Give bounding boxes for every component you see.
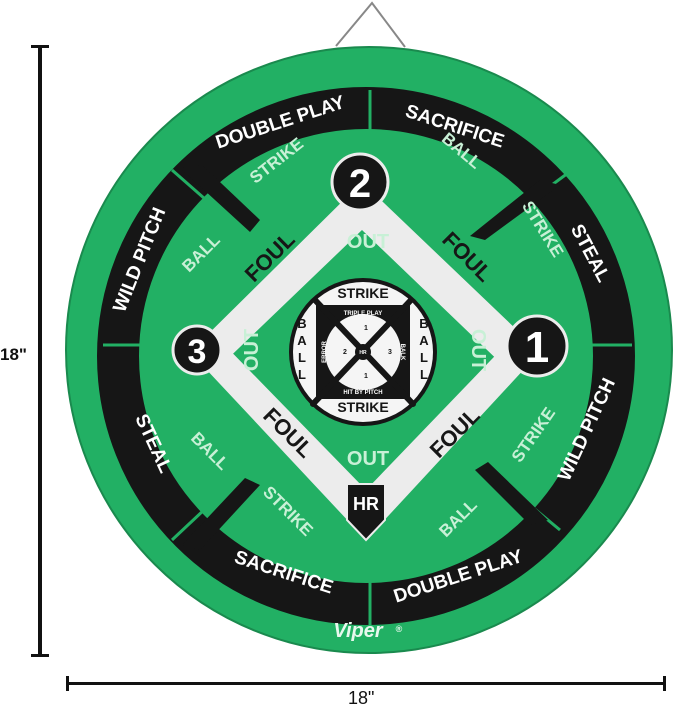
diamond xyxy=(190,182,540,540)
wedge-notches xyxy=(180,165,560,550)
svg-text:2: 2 xyxy=(349,162,371,206)
svg-text:HR: HR xyxy=(353,494,379,514)
svg-text:L: L xyxy=(420,367,428,382)
out-label-bottom: OUT xyxy=(347,448,389,470)
height-dimension-line xyxy=(31,45,49,657)
quad-bottom: 1 xyxy=(364,373,368,380)
band-triple-play: TRIPLE PLAY xyxy=(344,311,382,317)
registered-mark: ® xyxy=(396,624,403,634)
center-ball-right: BALL xyxy=(419,316,429,382)
svg-text:1: 1 xyxy=(525,323,549,372)
band-error: ERROR xyxy=(322,341,328,363)
out-label-left: OUT xyxy=(241,329,263,371)
svg-text:L: L xyxy=(298,350,306,365)
outer-ring xyxy=(97,87,635,625)
band-hit-by-pitch: HIT BY PITCH xyxy=(343,390,382,396)
bullseye-hr: HR xyxy=(359,350,367,356)
width-dimension-line xyxy=(66,676,666,691)
svg-text:B: B xyxy=(419,316,428,331)
second-base: 2 xyxy=(330,152,390,212)
quad-left: 2 xyxy=(343,349,347,356)
third-base: 3 xyxy=(171,324,223,376)
width-dimension-label: 18" xyxy=(348,688,375,709)
center-medallion xyxy=(289,278,437,426)
quad-top: 1 xyxy=(364,325,368,332)
hanger-wire xyxy=(335,1,406,48)
svg-text:A: A xyxy=(297,333,307,348)
height-dimension-label: 18" xyxy=(0,343,27,367)
first-base: 1 xyxy=(505,314,569,378)
out-label-right: OUT xyxy=(467,329,489,371)
out-label-top: OUT xyxy=(347,231,389,253)
center-strike-bottom: STRIKE xyxy=(337,399,388,415)
svg-text:L: L xyxy=(298,367,306,382)
svg-text:A: A xyxy=(419,333,429,348)
svg-text:3: 3 xyxy=(188,333,207,371)
svg-text:B: B xyxy=(297,316,306,331)
quad-right: 3 xyxy=(388,349,392,356)
center-ball-left: BALL xyxy=(297,316,307,382)
home-plate: HR xyxy=(346,483,386,542)
svg-text:L: L xyxy=(420,350,428,365)
center-strike-top: STRIKE xyxy=(337,285,388,301)
band-balk: BALK xyxy=(399,344,405,361)
brand-logo: Viper xyxy=(333,620,383,642)
